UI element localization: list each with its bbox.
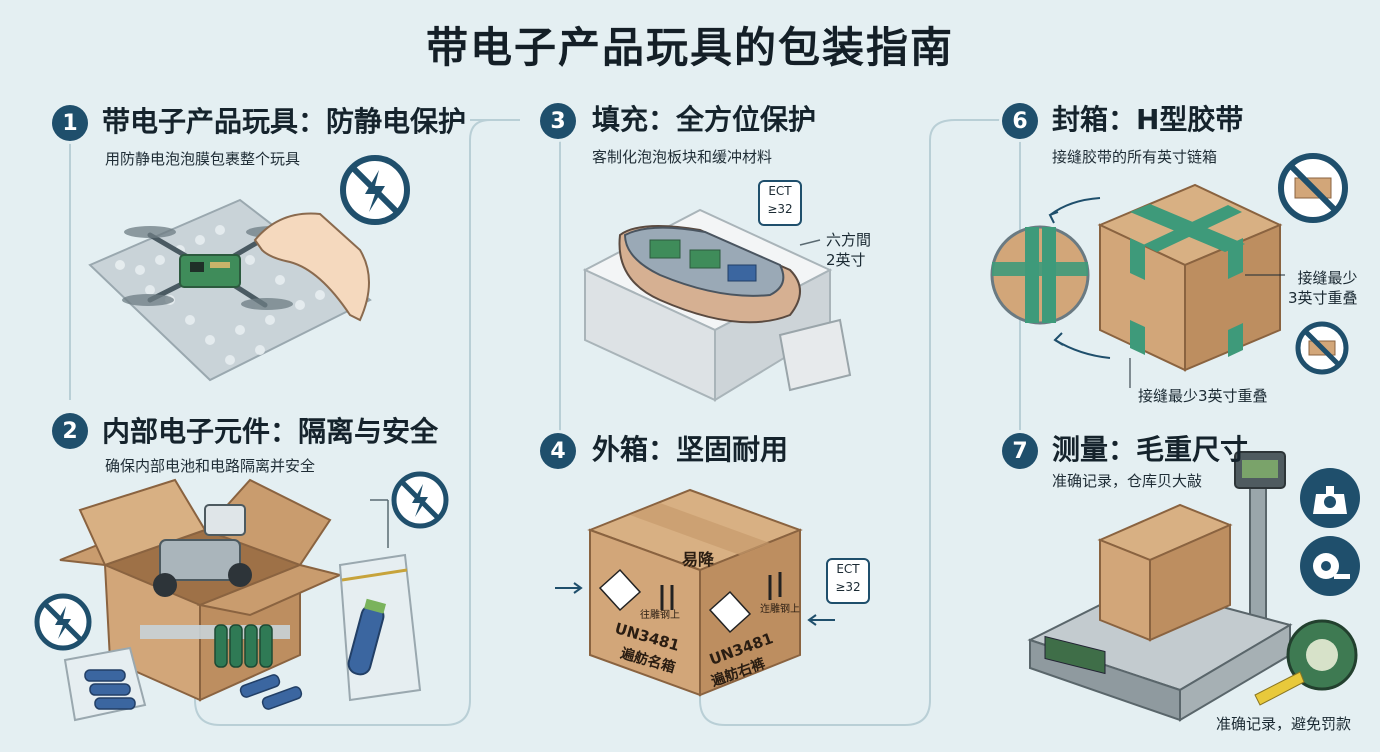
drone-bubble-wrap-illustration xyxy=(88,198,372,382)
scale-icon xyxy=(1300,468,1360,528)
step-title-6: 封箱：H型胶带 xyxy=(1052,103,1244,136)
step-subtitle-3: 客制化泡泡板块和缓冲材料 xyxy=(592,148,773,166)
foam-insert-illustration xyxy=(582,208,852,402)
step-number-3: 3 xyxy=(540,103,576,139)
final-note: 准确记录，避免罚款 xyxy=(1216,715,1352,733)
step-number-4: 4 xyxy=(540,433,576,469)
ect-badge: ECT ≥32 xyxy=(758,180,802,226)
ect-badge: ECT ≥32 xyxy=(826,558,870,604)
no-static-icon xyxy=(391,471,449,529)
tape-overlap-bottom-note: 接缝最少3英寸重叠 xyxy=(1138,387,1268,405)
taped-box-illustration xyxy=(1097,183,1283,372)
scale-illustration xyxy=(1027,451,1293,722)
up-arrow-text-left: 往雕钢上 xyxy=(640,610,680,621)
no-static-icon xyxy=(34,593,92,651)
step-number-7: 7 xyxy=(1002,433,1038,469)
fragile-label: 易降 xyxy=(682,550,715,569)
step-subtitle-2: 确保内部电池和电路隔离并安全 xyxy=(105,457,316,475)
step-subtitle-7: 准确记录，仓库贝大敲 xyxy=(1052,472,1203,490)
tape-measure-icon xyxy=(1300,536,1360,596)
battery-bag-illustration xyxy=(338,553,422,702)
step-number-2: 2 xyxy=(52,413,88,449)
step-subtitle-1: 用防静电泡泡膜包裹整个玩具 xyxy=(105,150,301,168)
tape-measure-illustration xyxy=(1254,619,1358,706)
no-static-icon xyxy=(340,155,410,225)
shipping-box-illustration xyxy=(587,488,803,697)
step-title-3: 填充：全方位保护 xyxy=(592,103,817,136)
step-title-2: 内部电子元件：隔离与安全 xyxy=(102,415,439,448)
step-title-4: 外箱：坚固耐用 xyxy=(592,433,789,466)
step-title-7: 测量：毛重尺寸 xyxy=(1052,433,1249,466)
no-tape-icon xyxy=(1295,321,1349,375)
step-title-1: 带电子产品玩具：防静电保护 xyxy=(102,105,467,138)
step-number-1: 1 xyxy=(52,105,88,141)
arrow-in-left xyxy=(555,582,583,594)
page-title: 带电子产品玩具的包装指南 xyxy=(425,23,954,72)
no-tape-icon xyxy=(1278,153,1348,223)
up-arrow-text-right: 迮雕钢上 xyxy=(760,604,800,615)
step-number-6: 6 xyxy=(1002,103,1038,139)
arrow-in-right xyxy=(807,614,835,626)
tape-overlap-note: 接缝最少 3英寸重叠 xyxy=(1288,269,1358,307)
battery-bag-small-illustration xyxy=(63,646,147,722)
tape-zoom-circle xyxy=(990,225,1090,325)
six-sides-note: 六方間 2英寸 xyxy=(826,231,872,269)
step-subtitle-6: 接缝胶带的所有英寸链箱 xyxy=(1052,148,1218,166)
